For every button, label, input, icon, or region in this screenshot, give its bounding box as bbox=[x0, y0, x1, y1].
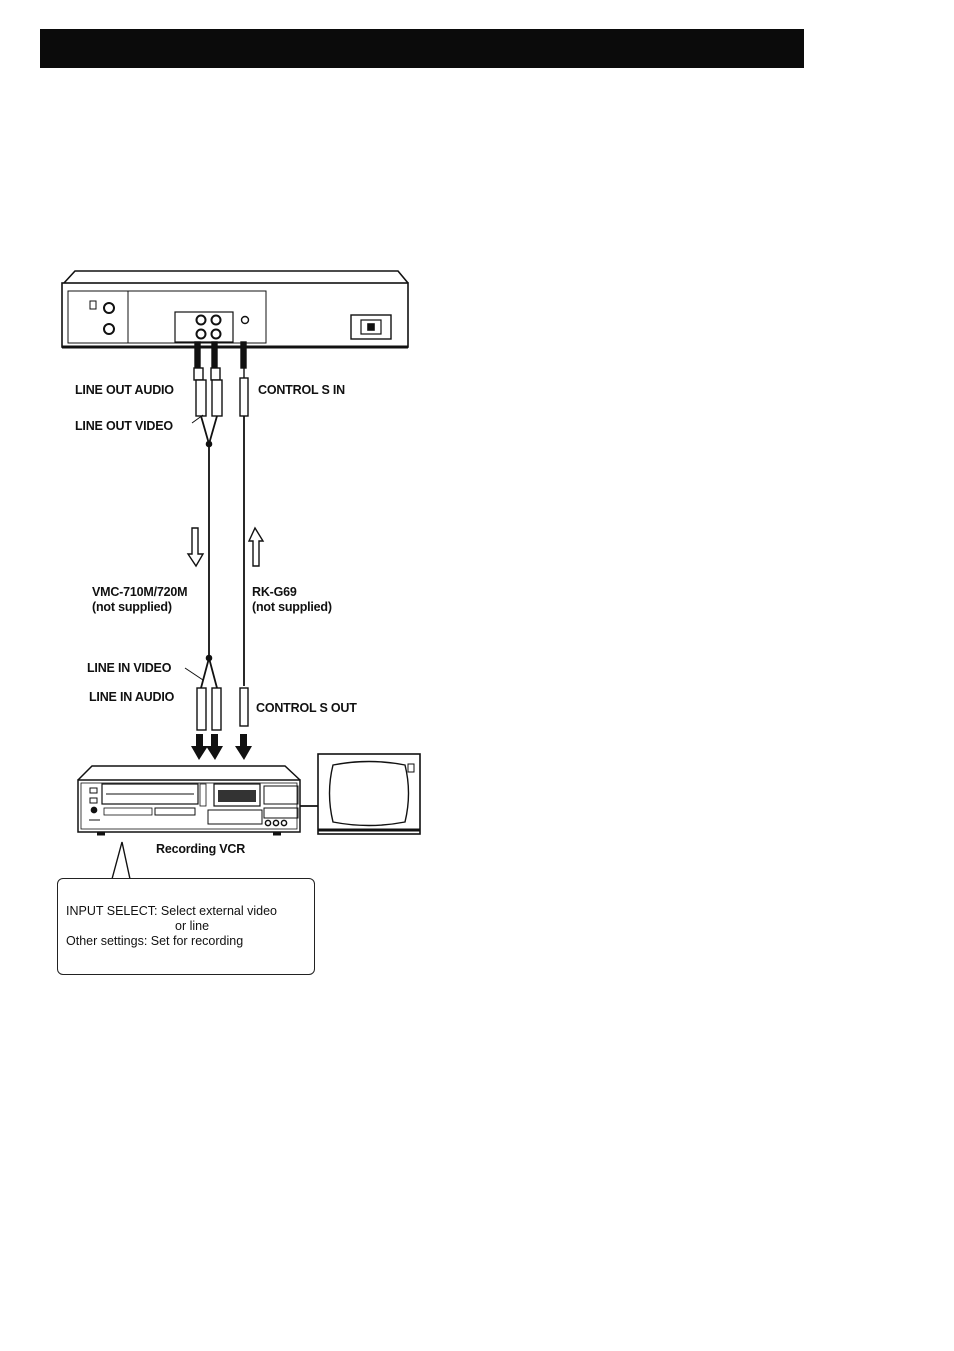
av-cable-note-label: (not supplied) bbox=[92, 600, 172, 614]
control-s-out-label: CONTROL S OUT bbox=[256, 701, 357, 715]
signal-direction-arrows bbox=[188, 528, 263, 566]
line-out-video-label: LINE OUT VIDEO bbox=[75, 419, 173, 433]
recording-vcr-label: Recording VCR bbox=[156, 842, 245, 856]
insertion-arrows bbox=[191, 734, 252, 760]
callout-line-or-line: or line bbox=[66, 919, 316, 934]
settings-callout-text: INPUT SELECT: Select external video or l… bbox=[66, 904, 316, 949]
line-out-audio-label: LINE OUT AUDIO bbox=[75, 383, 174, 397]
control-s-in-label: CONTROL S IN bbox=[258, 383, 345, 397]
playback-vcr bbox=[62, 271, 408, 347]
line-in-audio-label: LINE IN AUDIO bbox=[89, 690, 175, 704]
av-cable-model-label: VMC-710M/720M bbox=[92, 585, 187, 599]
callout-pointer bbox=[112, 842, 130, 879]
line-in-video-label: LINE IN VIDEO bbox=[87, 661, 172, 675]
recording-vcr bbox=[78, 766, 300, 834]
lower-plugs bbox=[197, 688, 248, 730]
tv-monitor bbox=[318, 754, 420, 834]
control-cable-model-label: RK-G69 bbox=[252, 585, 297, 599]
callout-line-other-settings: Other settings: Set for recording bbox=[66, 934, 243, 948]
control-cable-note-label: (not supplied) bbox=[252, 600, 332, 614]
upper-plugs bbox=[194, 342, 248, 416]
av-cable bbox=[201, 416, 217, 688]
callout-line-input-select: INPUT SELECT: Select external video bbox=[66, 904, 277, 918]
